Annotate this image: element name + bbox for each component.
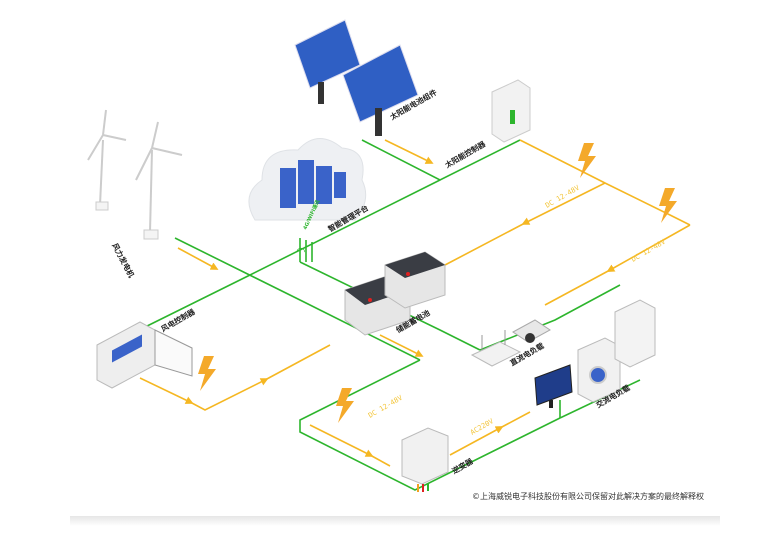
wind-turbine-icon	[87, 109, 183, 240]
wind-turbine-label: 风力发电机	[110, 241, 137, 279]
voltage-label-dc-2: DC 12-48V	[630, 237, 668, 263]
camera-icon	[512, 319, 551, 343]
controller-cabinet-icon	[96, 321, 193, 389]
inverter-icon	[401, 427, 449, 492]
fridge-icon	[614, 299, 656, 368]
voltage-label-dc-1: DC 12-48V	[544, 183, 582, 209]
monitor-icon	[534, 364, 573, 408]
inverter-label: 逆变器	[450, 456, 475, 476]
solar-panel-icon	[294, 19, 419, 136]
bottom-shadow	[70, 516, 720, 526]
energy-flows	[139, 139, 691, 467]
solar-controller-icon	[491, 79, 531, 143]
voltage-label-dc-3: DC 12-48V	[367, 393, 405, 419]
wifi-icon: ◠	[296, 245, 306, 258]
copyright-text: ©上海威锐电子科技股份有限公司保留对此解决方案的最终解释权	[472, 492, 704, 501]
battery-icon	[344, 251, 446, 336]
router-icon	[470, 330, 522, 367]
solar-controller-label: 太阳能控制器	[443, 138, 487, 169]
voltage-label-ac: AC220V	[469, 417, 496, 437]
cloud-server-icon	[248, 138, 367, 221]
washing-machine-icon	[577, 337, 621, 403]
power-lines	[134, 139, 641, 491]
lightning-icon	[198, 143, 677, 423]
